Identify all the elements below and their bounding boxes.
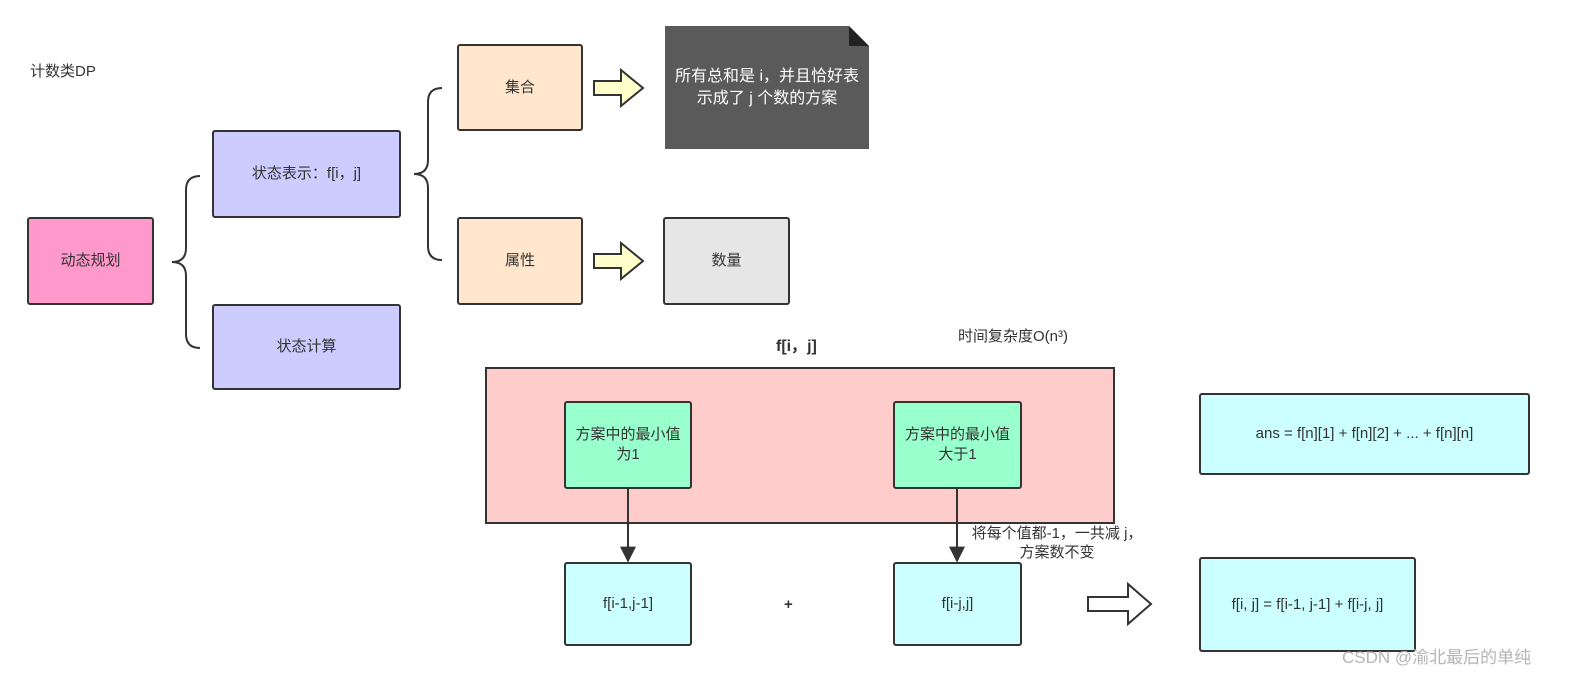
right-brace <box>413 87 443 261</box>
left-term-node: f[i-1,j-1] <box>564 562 692 646</box>
set-note-shape <box>665 26 869 149</box>
right-term-node: f[i-j,j] <box>893 562 1022 646</box>
diagram-title: 计数类DP <box>30 63 96 80</box>
case-min-gt-one-node: 方案中的最小值大于1 <box>893 401 1022 489</box>
arrow-to-recurrence <box>1087 581 1153 627</box>
set-note-text: 所有总和是 i，并且恰好表示成了 j 个数的方案 <box>675 68 860 107</box>
set-note-fold <box>849 26 869 46</box>
f-label: f[i，j] <box>776 338 817 355</box>
arrow-set-to-note <box>593 67 645 109</box>
answer-node: ans = f[n][1] + f[n][2] + ... + f[n][n] <box>1199 393 1530 475</box>
case-min-one-node: 方案中的最小值为1 <box>564 401 692 489</box>
set-node: 集合 <box>457 44 583 131</box>
attribute-node: 属性 <box>457 217 583 305</box>
arrow-attr-to-quantity <box>593 240 645 282</box>
plus-sign: + <box>784 596 793 613</box>
recurrence-node: f[i, j] = f[i-1, j-1] + f[i-j, j] <box>1199 557 1416 652</box>
complexity-label: 时间复杂度O(n³) <box>958 328 1068 345</box>
state-representation-node: 状态表示：f[i，j] <box>212 130 401 218</box>
left-brace <box>171 175 201 349</box>
root-node: 动态规划 <box>27 217 154 305</box>
state-calculation-node: 状态计算 <box>212 304 401 390</box>
watermark: CSDN @渝北最后的单纯 <box>1342 648 1532 667</box>
transform-note: 将每个值都-1，一共减 j，方案数不变 <box>971 525 1143 561</box>
quantity-node: 数量 <box>663 217 790 305</box>
